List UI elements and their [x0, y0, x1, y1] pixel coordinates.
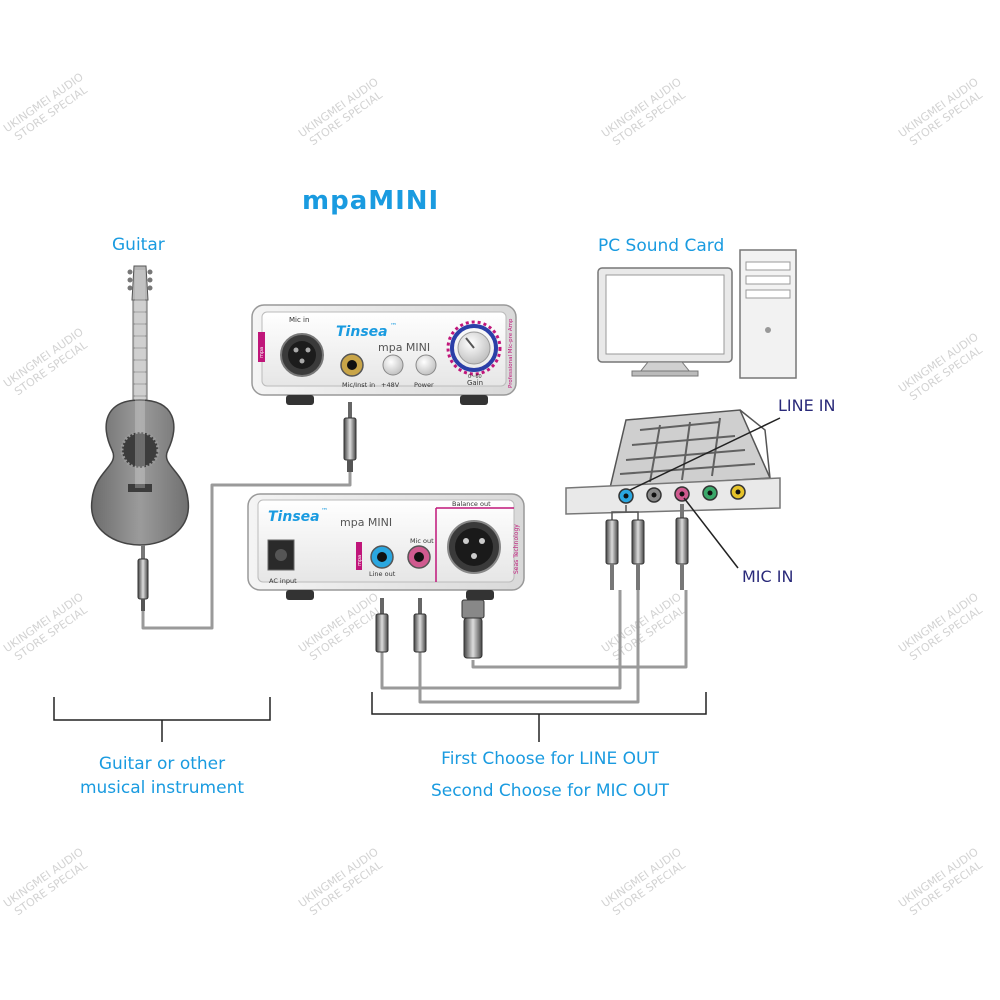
- front-brand: Tinsea: [336, 324, 388, 340]
- sound-card: [565, 409, 781, 515]
- phantom-label: +48V: [381, 381, 400, 389]
- back-badge: mpa: [357, 555, 363, 566]
- pc-monitor: [597, 267, 733, 377]
- front-model: mpa MINI: [378, 341, 430, 354]
- front-unit-jack-plug: [343, 402, 357, 472]
- mic-inst-in-label: Mic/Inst in: [342, 381, 375, 389]
- guitar-label: Guitar: [112, 235, 165, 255]
- gain-label: Gain: [467, 379, 483, 387]
- mic-out-cable: [471, 590, 688, 669]
- cables: [141, 470, 688, 704]
- line-in-label: LINE IN: [778, 396, 836, 415]
- line-out-cable-left: [380, 590, 622, 690]
- line-out-plug-left: [375, 598, 389, 653]
- back-model: mpa MINI: [340, 516, 392, 529]
- line-in-callout: [629, 417, 781, 491]
- guitar-jack-plug: [137, 545, 149, 611]
- line-out-label: Line out: [369, 570, 396, 578]
- guitar-illustration: [90, 265, 190, 546]
- front-unit: [251, 304, 517, 405]
- ac-input-label: AC input: [269, 577, 297, 585]
- diagram-title: mpaMINI: [302, 186, 440, 216]
- front-brand-tm: ™: [390, 322, 397, 330]
- power-label: Power: [414, 381, 434, 389]
- back-unit: [247, 493, 525, 600]
- mic-in-callout: [683, 497, 739, 569]
- xlr-female-plug: [461, 599, 485, 659]
- pc-sound-card-label: PC Sound Card: [598, 236, 725, 256]
- back-brand: Tinsea: [268, 509, 320, 525]
- pc-tower: [739, 249, 797, 379]
- balance-out-label: Balance out: [452, 500, 491, 508]
- front-side-text: Professional Mic-pre Amp: [508, 318, 514, 388]
- guitar-cable: [141, 470, 352, 630]
- gain-range-label: 0~60: [468, 374, 482, 380]
- line-out-plug-right: [413, 598, 427, 653]
- mic-out-label: Mic out: [410, 537, 434, 545]
- mic-in-label: Mic in: [289, 316, 309, 324]
- back-side-text: Seas Technology: [513, 524, 520, 574]
- front-badge: mpa: [259, 347, 265, 358]
- back-brand-tm: ™: [321, 507, 328, 515]
- sound-card-plugs: [605, 504, 689, 590]
- mic-in-label-text: MIC IN: [742, 567, 794, 586]
- instrument-bracket: [53, 697, 271, 721]
- line-out-cable-right: [418, 590, 640, 704]
